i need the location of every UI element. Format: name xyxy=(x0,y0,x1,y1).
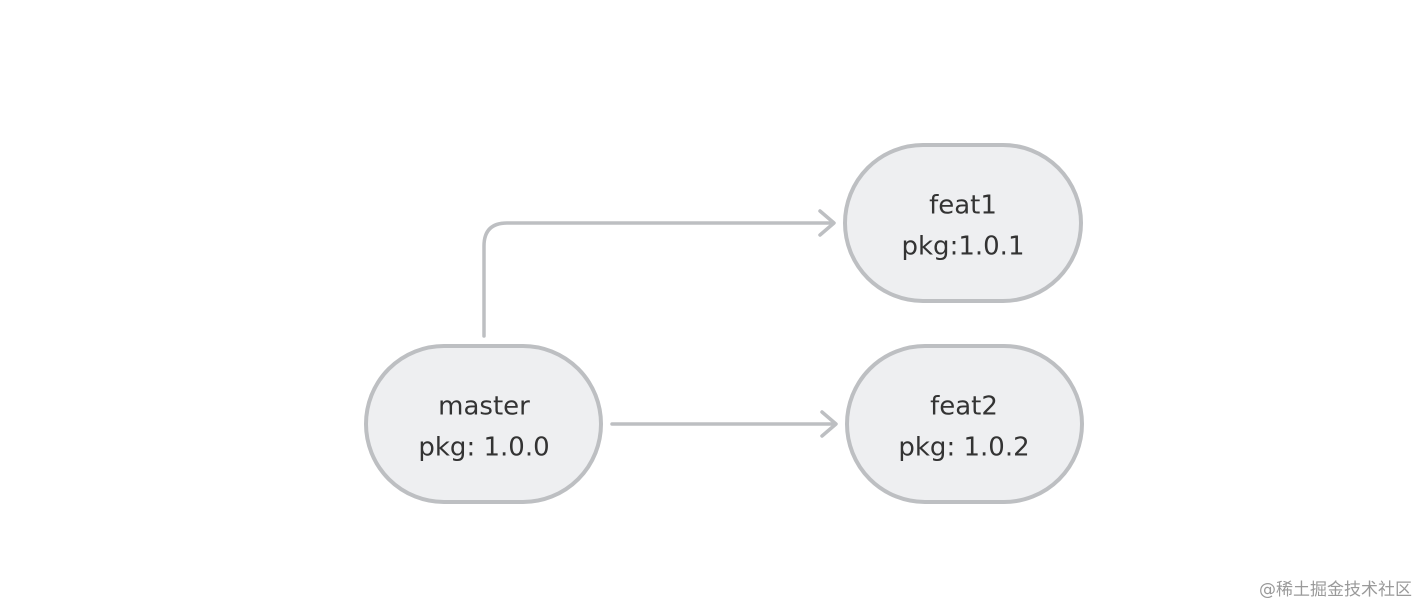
node-master: master pkg: 1.0.0 xyxy=(364,344,603,504)
edge-line xyxy=(482,221,834,338)
node-feat1-label: feat1 xyxy=(929,191,997,221)
edge-master-to-feat1 xyxy=(482,209,836,338)
watermark: @稀土掘金技术社区 xyxy=(1259,580,1412,600)
node-master-box xyxy=(364,344,603,504)
node-master-label: master xyxy=(438,392,530,422)
edge-master-to-feat2 xyxy=(610,410,838,438)
node-feat1-box xyxy=(843,143,1083,303)
node-feat1-version: pkg:1.0.1 xyxy=(902,232,1025,262)
node-feat2-version: pkg: 1.0.2 xyxy=(898,433,1029,463)
node-feat1: feat1 pkg:1.0.1 xyxy=(843,143,1083,303)
arrow-head-icon xyxy=(820,410,838,438)
node-feat2-box xyxy=(845,344,1084,504)
node-feat2-label: feat2 xyxy=(930,392,998,422)
node-master-version: pkg: 1.0.0 xyxy=(418,433,549,463)
arrow-head-icon xyxy=(818,209,836,237)
node-feat2: feat2 pkg: 1.0.2 xyxy=(845,344,1084,504)
